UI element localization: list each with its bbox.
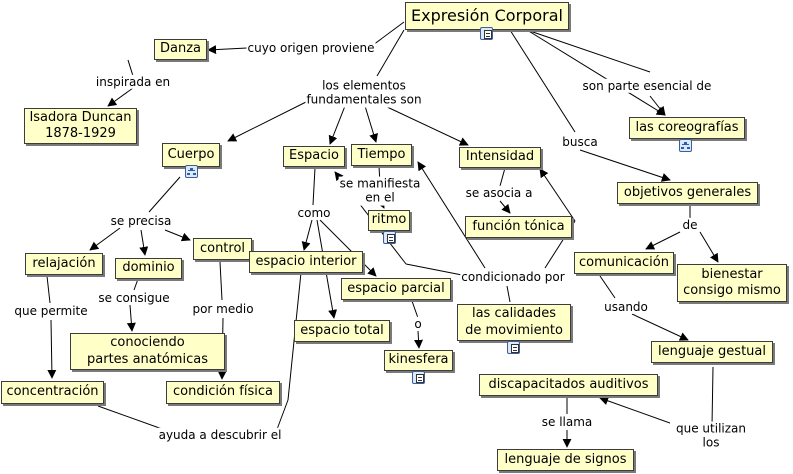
- node-espacio-parcial[interactable]: espacio parcial: [341, 278, 451, 300]
- link-label-manifiesta: se manifiesta en el: [338, 176, 422, 206]
- node-control[interactable]: control: [193, 238, 252, 260]
- node-ritmo[interactable]: ritmo: [368, 210, 410, 231]
- node-dominio[interactable]: dominio: [115, 258, 182, 279]
- connector-line: [649, 95, 666, 116]
- node-isadora-duncan[interactable]: Isadora Duncan 1878-1929: [24, 108, 137, 144]
- connector-line: [47, 319, 57, 379]
- connector-line: [405, 263, 463, 276]
- connector-line: [219, 261, 223, 301]
- connector-line: [417, 161, 486, 269]
- node-objetivos-generales[interactable]: objetivos generales: [617, 182, 758, 204]
- link-label-usando: usando: [603, 299, 649, 315]
- node-bienestar[interactable]: bienestar consigo mismo: [677, 264, 787, 302]
- document-icon[interactable]: [383, 231, 396, 244]
- connector-line: [312, 167, 316, 206]
- link-label-consigue: se consigue: [97, 290, 171, 306]
- node-condicion-fisica[interactable]: condición física: [166, 381, 280, 404]
- connector-line: [364, 105, 378, 143]
- connector-line: [126, 304, 136, 332]
- link-label-busca: busca: [561, 134, 599, 150]
- node-cuerpo[interactable]: Cuerpo: [162, 143, 220, 167]
- concept-map-icon[interactable]: [679, 139, 692, 152]
- node-coreografias[interactable]: las coreografías: [629, 117, 745, 139]
- connector-line: [579, 149, 671, 182]
- connector-line: [414, 330, 424, 349]
- connector-line: [599, 275, 616, 299]
- connector-line: [275, 399, 289, 433]
- connector-line: [509, 29, 576, 133]
- link-label-permite: que permite: [13, 303, 89, 319]
- connector-line: [499, 200, 511, 214]
- connector-line: [139, 229, 149, 256]
- link-label-ayuda: ayuda a descubrir el: [157, 427, 283, 443]
- link-label-condicionado: condicionado por: [460, 269, 566, 285]
- connector-line: [711, 366, 714, 427]
- node-conociendo[interactable]: conociendo partes anatómicas: [70, 333, 225, 370]
- connector-line: [89, 227, 121, 251]
- node-espacio[interactable]: Espacio: [283, 146, 345, 167]
- connector-line: [319, 219, 377, 277]
- connector-line: [526, 29, 666, 116]
- connector-line: [645, 231, 681, 250]
- connector-line: [506, 285, 511, 303]
- connector-line: [207, 45, 248, 55]
- link-label-o: o: [413, 316, 423, 332]
- link-label-asocia: se asocia a: [464, 185, 534, 201]
- node-kinesfera[interactable]: kinesfera: [384, 350, 453, 371]
- connector-line: [631, 313, 689, 341]
- connector-line: [148, 176, 181, 213]
- connector-line: [372, 21, 405, 46]
- connector-line: [328, 105, 346, 145]
- link-label-se-precisa: se precisa: [109, 213, 173, 229]
- document-icon[interactable]: [507, 341, 520, 354]
- connector-line: [107, 87, 134, 107]
- concept-map-icon[interactable]: [185, 165, 198, 178]
- link-label-se-llama: se llama: [540, 414, 594, 430]
- connector-line: [127, 59, 134, 77]
- node-intensidad[interactable]: Intensidad: [459, 147, 541, 168]
- connector-line: [164, 229, 191, 242]
- node-discapacitados-auditivos[interactable]: discapacitados auditivos: [479, 374, 658, 396]
- connector-line: [46, 275, 51, 304]
- node-lenguaje-signos[interactable]: lenguaje de signos: [497, 449, 634, 471]
- node-espacio-total[interactable]: espacio total: [294, 320, 390, 342]
- node-expresion-corporal[interactable]: Expresión Corporal: [405, 2, 569, 30]
- connector-line: [133, 278, 139, 291]
- connector-line: [301, 219, 313, 251]
- link-label-parte-esencial: son parte esencial de: [581, 78, 713, 94]
- link-label-por-medio: por medio: [191, 301, 255, 317]
- link-label-cuyo-origen: cuyo origen proviene: [246, 40, 376, 56]
- connector-line: [699, 231, 719, 263]
- document-icon[interactable]: [480, 27, 493, 40]
- connector-line: [384, 105, 469, 146]
- node-espacio-interior[interactable]: espacio interior: [249, 251, 363, 273]
- node-tiempo[interactable]: Tiempo: [351, 144, 412, 166]
- node-comunicacion[interactable]: comunicación: [574, 252, 674, 274]
- link-label-como: como: [296, 205, 332, 221]
- node-funcion-tonica[interactable]: función tónica: [465, 216, 572, 238]
- connector-line: [499, 167, 506, 187]
- connector-line: [227, 99, 311, 142]
- connector-line: [376, 29, 405, 77]
- connector-line: [526, 29, 651, 73]
- document-icon[interactable]: [412, 371, 425, 384]
- connector-line: [411, 300, 419, 319]
- link-label-utilizan: que utilizan los: [670, 421, 752, 451]
- node-relajacion[interactable]: relajación: [25, 253, 103, 275]
- node-calidades-movimiento[interactable]: las calidades de movimiento: [457, 304, 571, 341]
- link-label-elementos: los elementos fundamentales son: [305, 78, 423, 108]
- link-label-de: de: [681, 217, 699, 233]
- node-danza[interactable]: Danza: [154, 39, 207, 60]
- node-lenguaje-gestual[interactable]: lenguaje gestual: [651, 341, 773, 363]
- connector-line: [97, 405, 166, 431]
- node-concentracion[interactable]: concentración: [1, 381, 104, 404]
- connector-line: [539, 168, 576, 222]
- link-label-inspirada: inspirada en: [94, 74, 172, 90]
